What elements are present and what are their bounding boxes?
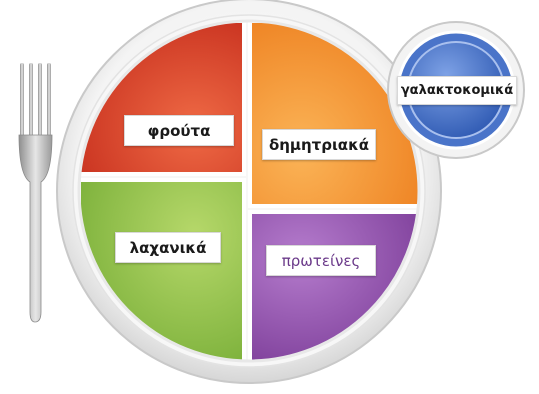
label-vegetables: λαχανικά bbox=[115, 232, 221, 263]
label-grains: δημητριακά bbox=[262, 129, 376, 160]
label-dairy: γαλακτοκομικά bbox=[397, 76, 517, 105]
label-fruits: φρούτα bbox=[124, 115, 234, 146]
plate bbox=[56, 0, 442, 384]
plate-section-vegetables bbox=[79, 178, 246, 361]
label-protein: πρωτείνες bbox=[266, 245, 376, 276]
fork-icon bbox=[18, 63, 53, 323]
